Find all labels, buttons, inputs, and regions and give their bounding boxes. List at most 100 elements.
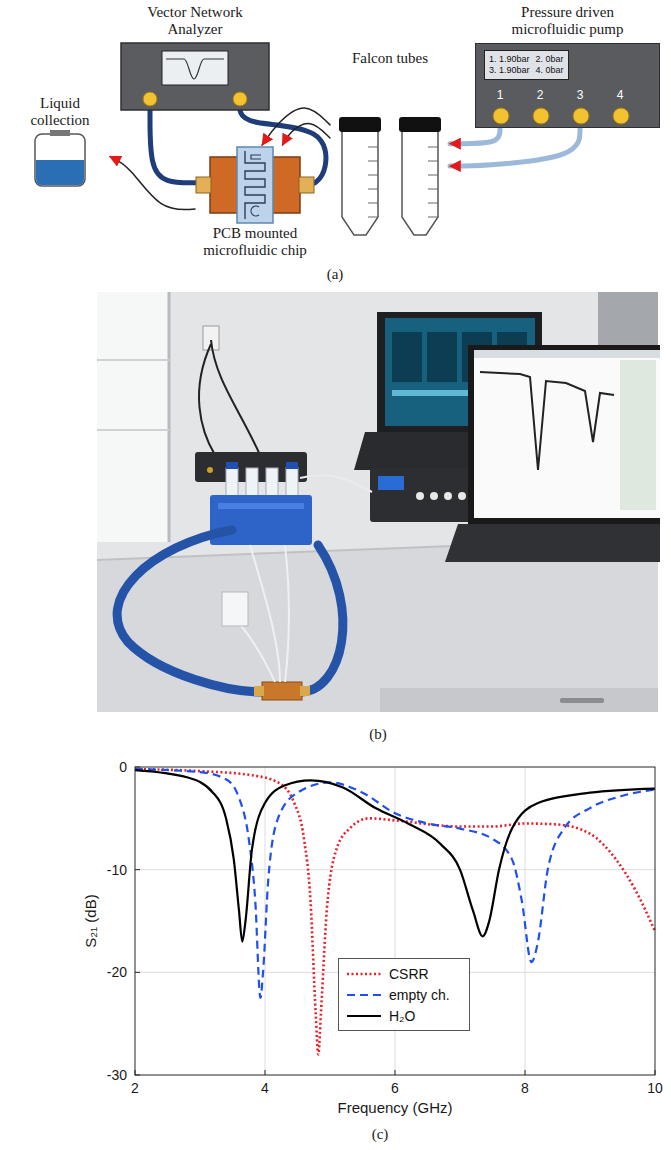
lab-photo (474, 350, 660, 518)
chart-frame (135, 767, 655, 1075)
port-number: 3 (577, 88, 584, 102)
falcon-tubes (402, 131, 438, 235)
lab-photo (222, 592, 248, 626)
legend-row: H₂O (345, 1005, 463, 1026)
lab-photo (378, 476, 404, 490)
chip-drawing (237, 147, 273, 223)
falcon-tubes (330, 67, 450, 237)
falcon-tubes (368, 217, 378, 218)
legend-row: empty ch. (345, 984, 463, 1005)
lab-photo (218, 503, 304, 509)
lab-photo (416, 492, 424, 500)
chip-drawing (210, 157, 300, 213)
analyzer-box (120, 39, 270, 111)
falcon-tubes (368, 161, 378, 162)
collection-node: Liquid collection (10, 95, 110, 190)
legend-sample (345, 1010, 383, 1022)
lab-photo (380, 688, 658, 712)
legend-line (347, 1014, 381, 1016)
lab-photo (392, 332, 422, 382)
tick-mark (135, 972, 140, 973)
tick-label: -10 (107, 862, 127, 878)
falcon-tubes (339, 117, 381, 132)
chart-curves (135, 769, 655, 1054)
collection-vessel (10, 130, 110, 190)
falcon-tubes (342, 131, 378, 235)
chart-legend: CSRRempty ch.H₂O (338, 958, 470, 1031)
pump-ports (476, 44, 658, 126)
tick-label: 2 (131, 1080, 139, 1096)
grid-line (135, 869, 655, 870)
node-label: Pressure driven microfluidic pump (498, 4, 638, 39)
lab-photo (211, 340, 260, 455)
pump-ports (533, 108, 549, 124)
analyzer-box (162, 51, 228, 85)
instrument-node: Vector Network Analyzer (120, 4, 270, 111)
connectors (110, 108, 580, 210)
node-label: Vector Network Analyzer (120, 4, 270, 39)
falcon-tubes (368, 203, 378, 204)
tick-label: -30 (107, 1067, 127, 1083)
legend-sample (345, 968, 383, 980)
analyzer-box (143, 92, 157, 106)
node-label: PCB mounted microfluidic chip (195, 225, 315, 260)
tick-label: 0 (119, 759, 127, 775)
tick-mark (135, 869, 140, 870)
connector (450, 128, 580, 167)
tick-mark (265, 1070, 266, 1075)
legend-text: H₂O (389, 1008, 415, 1024)
collection-vessel (50, 130, 70, 136)
lab-photo (238, 622, 275, 682)
tick-label: 4 (261, 1080, 269, 1096)
chip-node: PCB mounted microfluidic chip (195, 145, 315, 260)
panel-label: (a) (327, 266, 344, 283)
pressure-reading: 3. 1.90bar (489, 65, 530, 76)
lab-photo (97, 429, 169, 431)
pressure-reading: 1. 1.90bar (489, 54, 530, 65)
node-label: Liquid collection (10, 95, 110, 130)
lab-photo (254, 686, 264, 696)
chip-drawing (245, 151, 265, 219)
port-number: 1 (497, 88, 504, 102)
legend-line (347, 993, 381, 995)
lab-photo (97, 292, 660, 712)
lab-photo (620, 360, 656, 510)
legend-line (347, 972, 381, 975)
falcon-tubes (428, 189, 438, 190)
lab-photo (444, 492, 452, 500)
falcon-tubes (428, 161, 438, 162)
tick-mark (395, 1070, 396, 1075)
tick-label: 8 (521, 1080, 529, 1096)
pressure-reading: 4. 0bar (536, 65, 564, 76)
connector (283, 124, 330, 145)
tick-mark (525, 1070, 526, 1075)
grid-line (525, 767, 526, 1075)
analyzer-box (233, 92, 247, 106)
lab-photo (445, 524, 660, 562)
node-label: Falcon tubes (330, 50, 450, 67)
lab-photo (300, 475, 372, 492)
falcon-tubes (368, 147, 378, 148)
falcon-tubes (428, 175, 438, 176)
falcon-tubes (368, 189, 378, 190)
falcon-tubes (428, 217, 438, 218)
lab-photo (427, 332, 457, 382)
connector (450, 128, 500, 144)
axis-title: Frequency (GHz) (337, 1099, 452, 1116)
grid-lines (135, 767, 655, 1075)
axis-title: S₂₁ (dB) (82, 894, 99, 947)
panel-label: (c) (372, 1126, 389, 1143)
panel-label: (b) (369, 726, 387, 743)
pump-ports (493, 108, 509, 124)
lab-photo (285, 545, 289, 682)
falcon-tubes (428, 147, 438, 148)
lab-photo (560, 698, 604, 703)
chart-frame (135, 767, 655, 1075)
falcon-tubes (399, 117, 441, 132)
pump-display: 1. 1.90bar2. 0bar3. 1.90bar4. 0bar (484, 50, 569, 81)
lab-photo (262, 682, 302, 700)
